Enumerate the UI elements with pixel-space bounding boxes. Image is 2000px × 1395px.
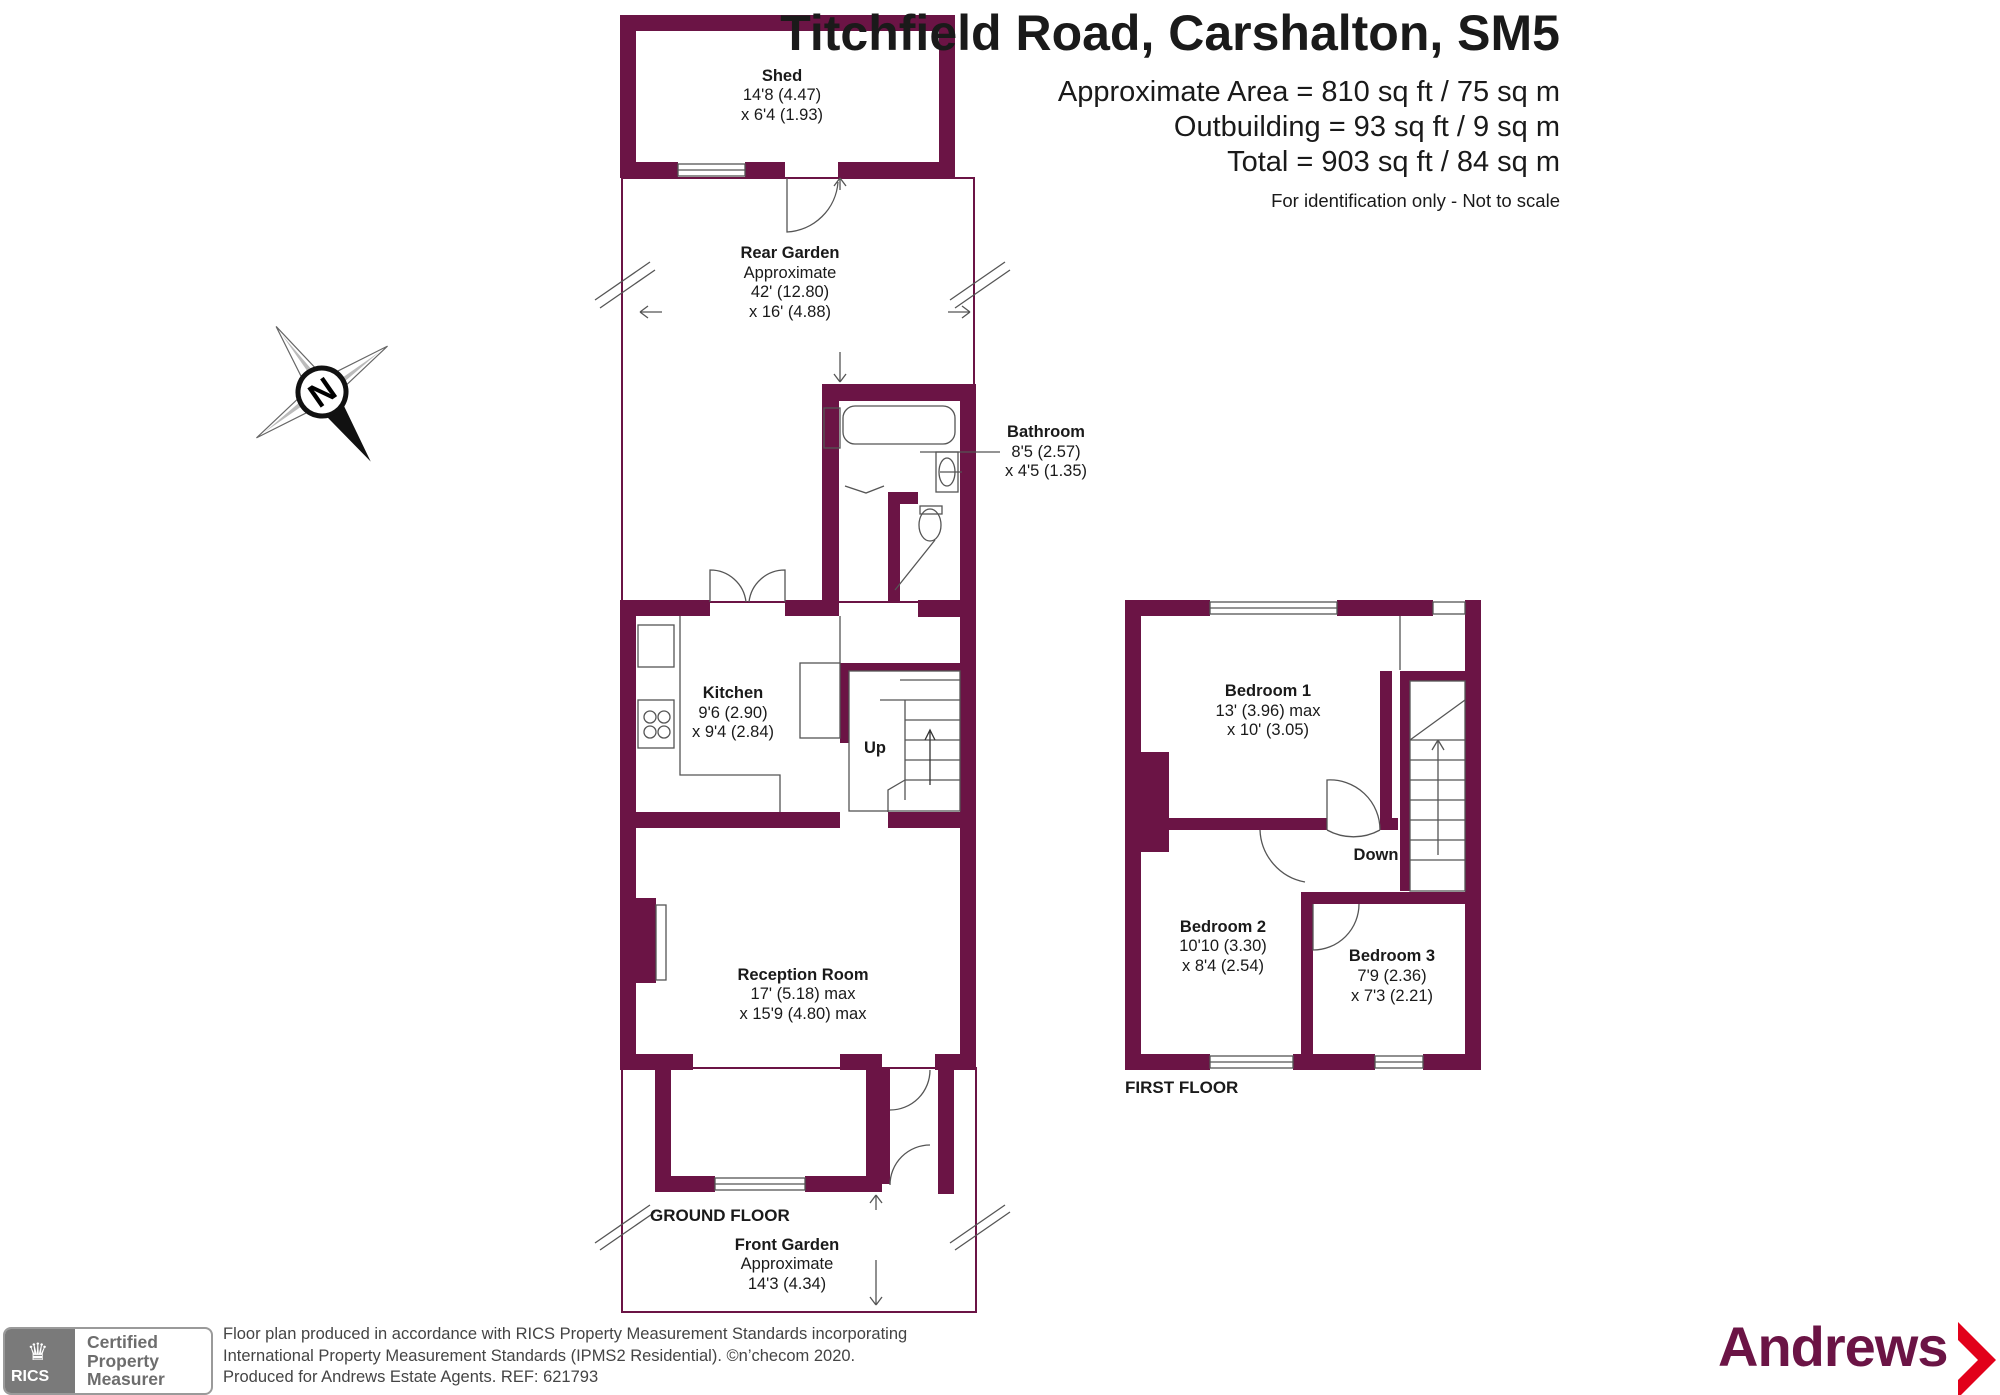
front-garden-name: Front Garden (735, 1236, 840, 1254)
bedroom2-dim1: 10'10 (3.30) (1179, 937, 1267, 955)
andrews-chevron-icon (1958, 1322, 1996, 1395)
shed-name: Shed (762, 67, 802, 85)
bedroom3-dim2: x 7'3 (2.21) (1351, 987, 1433, 1005)
first-floor-fixtures (1209, 601, 1466, 1069)
rics-cert-line: Property (87, 1350, 159, 1371)
front-garden-dim1: 14'3 (4.34) (748, 1275, 826, 1293)
footer-disclaimer: Floor plan produced in accordance with R… (223, 1324, 907, 1389)
compass-rose (256, 326, 388, 462)
footer-line: Floor plan produced in accordance with R… (223, 1325, 908, 1343)
andrews-logo: Andrews (1718, 1315, 1948, 1378)
page-title: Titchfield Road, Carshalton, SM5 (780, 5, 1560, 61)
kitchen-dim2: x 9'4 (2.84) (692, 723, 774, 741)
footer-line: Produced for Andrews Estate Agents. REF:… (223, 1368, 599, 1386)
shed-dim1: 14'8 (4.47) (743, 86, 821, 104)
total-area: Total = 903 sq ft / 84 sq m (1227, 146, 1560, 178)
room-labels: Shed 14'8 (4.47) x 6'4 (1.93) Rear Garde… (692, 67, 1435, 1293)
fixtures (594, 163, 1011, 1306)
rics-logo-text: RICS (11, 1368, 50, 1385)
first-floor (1125, 600, 1481, 1070)
reception-dim1: 17' (5.18) max (751, 985, 857, 1003)
rear-garden-dim2: x 16' (4.88) (749, 303, 831, 321)
stairs-up-label: Up (864, 739, 886, 757)
bedroom2-dim2: x 8'4 (2.54) (1182, 957, 1264, 975)
bedroom1-name: Bedroom 1 (1225, 682, 1311, 700)
garden-outlines (621, 177, 977, 1313)
kitchen-name: Kitchen (703, 684, 764, 702)
rics-lion-icon: ♛ (27, 1339, 49, 1366)
rear-garden-name: Rear Garden (740, 244, 839, 262)
rics-cert-line: Measurer (87, 1369, 165, 1389)
bathroom-dim1: 8'5 (2.57) (1011, 443, 1080, 461)
rear-garden-approx: Approximate (744, 264, 837, 282)
first-floor-label: FIRST FLOOR (1125, 1078, 1238, 1097)
reception-dim2: x 15'9 (4.80) max (740, 1005, 868, 1023)
bedroom1-dim1: 13' (3.96) max (1216, 702, 1322, 720)
scale-disclaimer: For identification only - Not to scale (1271, 190, 1560, 211)
rics-certification-text: Certified Property Measurer (87, 1333, 165, 1389)
footer-line: International Property Measurement Stand… (223, 1346, 856, 1365)
bathroom-dim2: x 4'5 (1.35) (1005, 462, 1087, 480)
kitchen-dim1: 9'6 (2.90) (698, 704, 767, 722)
rear-garden-dim1: 42' (12.80) (751, 283, 829, 301)
bedroom1-dim2: x 10' (3.05) (1227, 721, 1309, 739)
approximate-area: Approximate Area = 810 sq ft / 75 sq m (1057, 76, 1560, 108)
outbuilding-area: Outbuilding = 93 sq ft / 9 sq m (1173, 111, 1560, 143)
bedroom2-name: Bedroom 2 (1180, 918, 1266, 936)
ground-floor-label: GROUND FLOOR (650, 1206, 790, 1225)
front-garden-approx: Approximate (741, 1255, 834, 1273)
shed-dim2: x 6'4 (1.93) (741, 106, 823, 124)
rics-cert-line: Certified (87, 1332, 158, 1352)
bedroom3-name: Bedroom 3 (1349, 947, 1435, 965)
ground-floor (620, 15, 976, 1194)
bathroom-name: Bathroom (1007, 423, 1085, 441)
reception-name: Reception Room (737, 966, 868, 984)
bedroom3-dim1: 7'9 (2.36) (1357, 967, 1426, 985)
rics-certified-badge: ♛ RICS Certified Property Measurer (3, 1327, 213, 1395)
rics-logo: ♛ RICS (5, 1329, 75, 1393)
stairs-down-label: Down (1354, 846, 1399, 864)
